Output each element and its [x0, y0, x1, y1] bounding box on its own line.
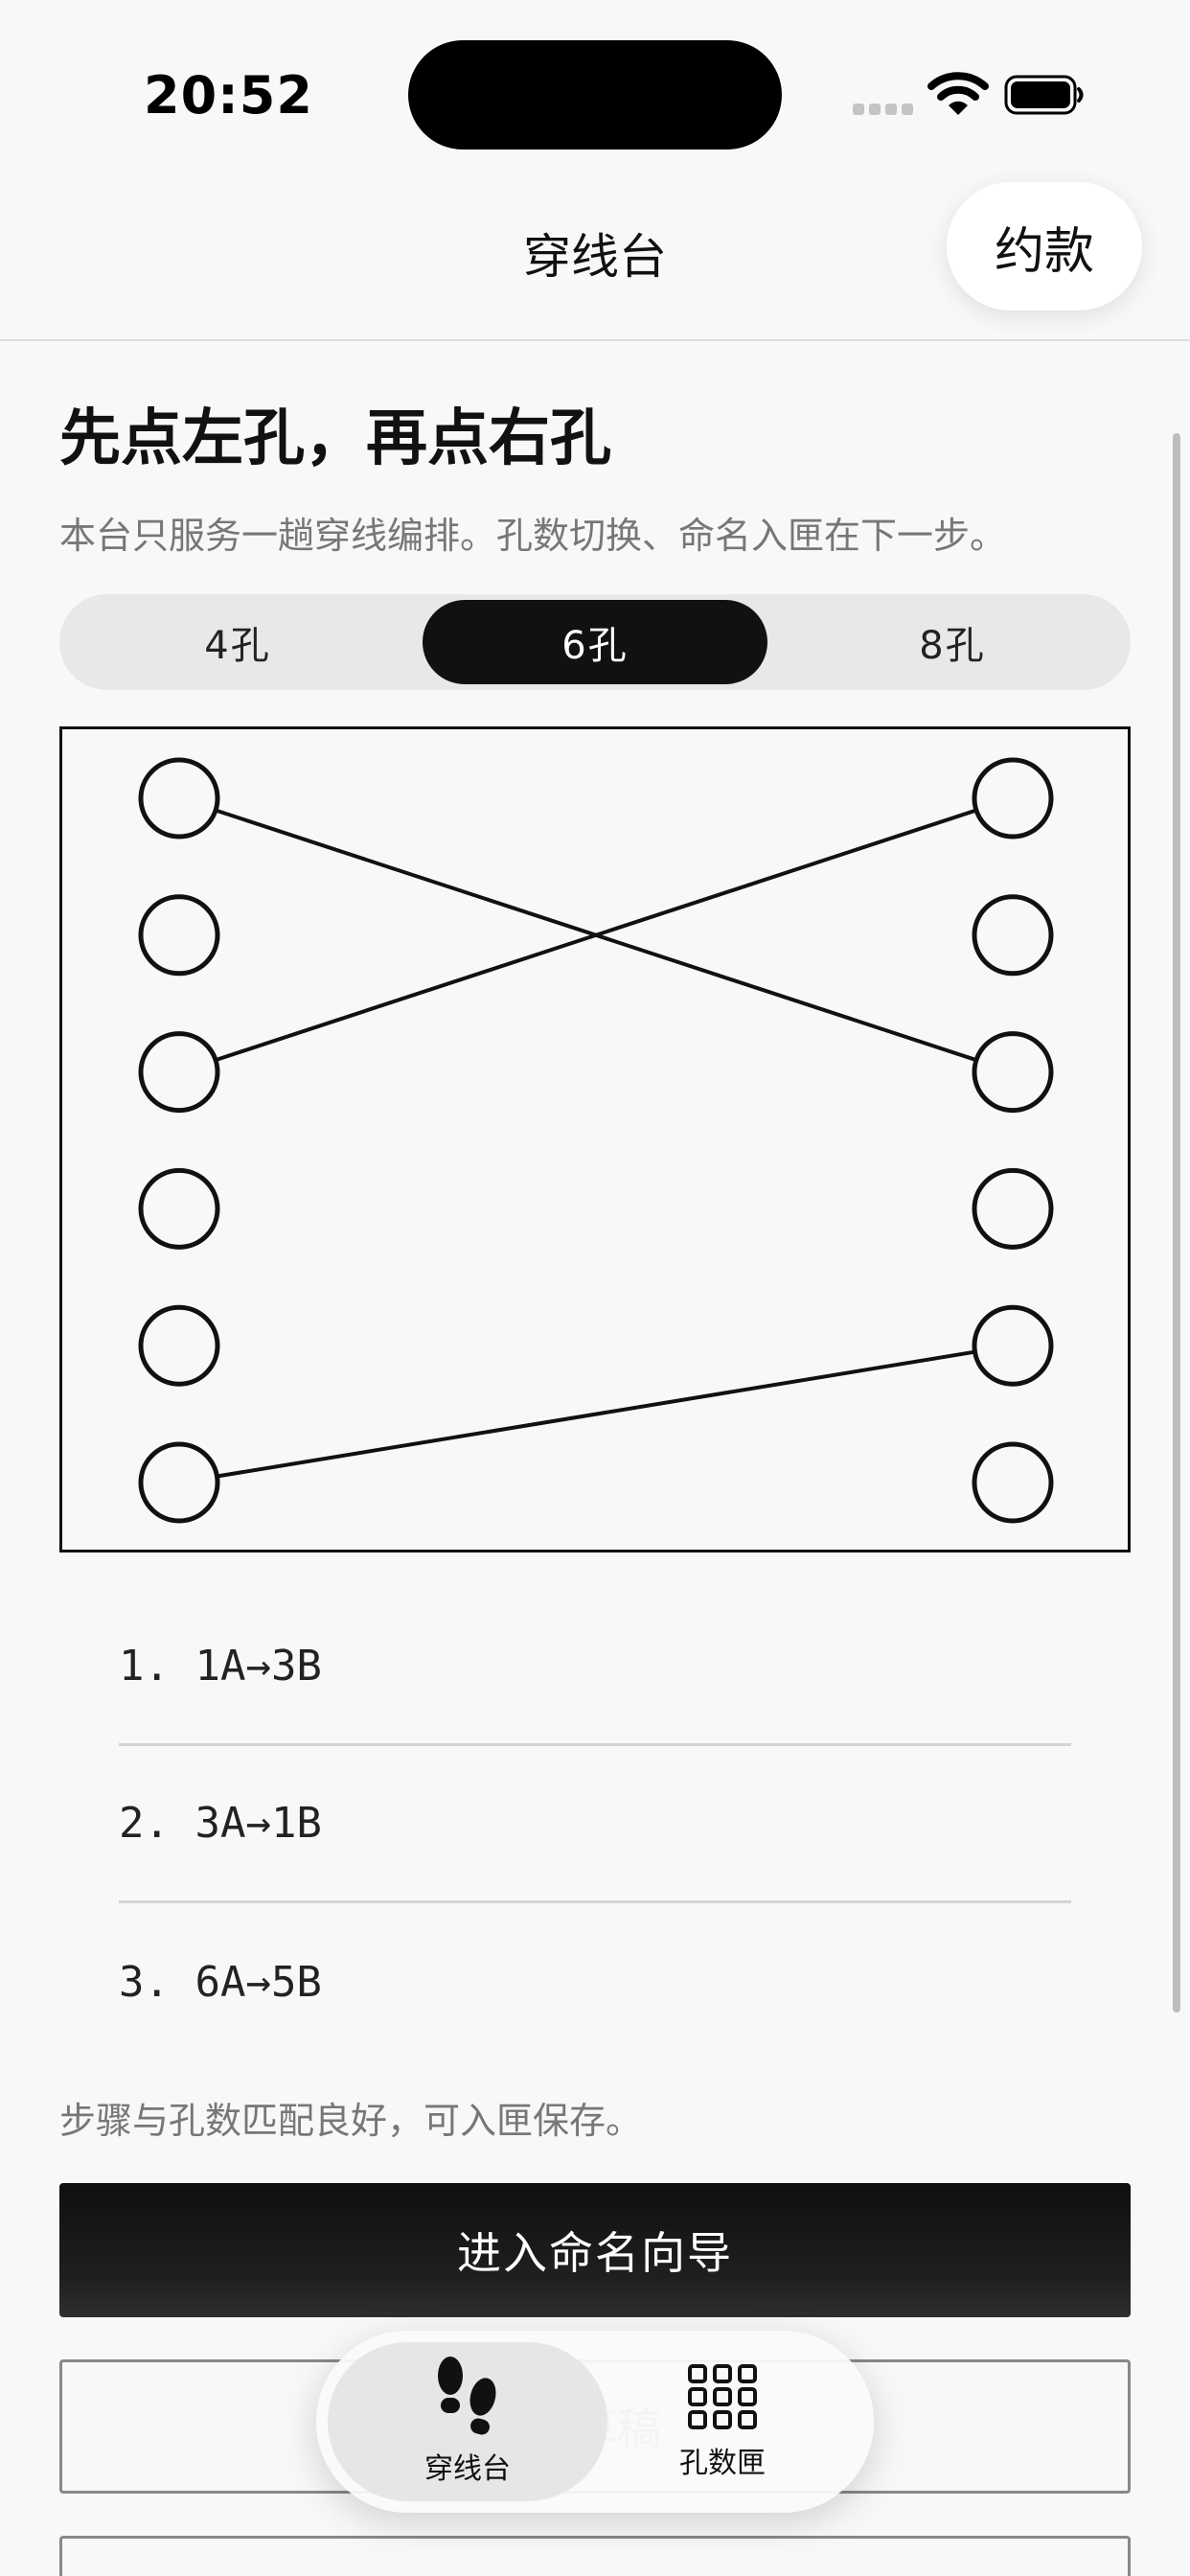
hole-count-segmented-control: 4孔 6孔 8孔 — [59, 594, 1131, 690]
scrollbar[interactable] — [1173, 433, 1180, 2012]
right-eyelet-3[interactable] — [972, 1031, 1054, 1114]
tab-hole-box[interactable]: 孔数匣 — [583, 2342, 862, 2501]
tab-bar: 穿线台 孔数匣 — [316, 2331, 874, 2513]
step-item[interactable]: 3. 6A→5B — [119, 1957, 322, 2007]
left-eyelet-4[interactable] — [138, 1167, 220, 1250]
right-eyelet-1[interactable] — [972, 757, 1054, 840]
lacing-board-canvas — [138, 757, 1054, 1524]
right-eyelet-4[interactable] — [972, 1167, 1054, 1250]
secondary-action-button[interactable] — [59, 2536, 1131, 2576]
cellular-signal-icon — [853, 104, 914, 115]
instruction-subtitle: 本台只服务一趟穿线编排。孔数切换、命名入匣在下一步。 — [59, 515, 1007, 557]
battery-icon — [1004, 75, 1085, 115]
tab-label: 穿线台 — [424, 2452, 511, 2486]
left-eyelet-5[interactable] — [138, 1304, 220, 1387]
naming-wizard-button[interactable]: 进入命名向导 — [59, 2183, 1131, 2317]
step-list: 1. 1A→3B 2. 3A→1B 3. 6A→5B — [119, 1589, 1071, 2060]
status-time: 20:52 — [144, 65, 313, 126]
footprints-icon — [438, 2357, 496, 2435]
left-eyelet-6[interactable] — [138, 1441, 220, 1524]
tab-label: 孔数匣 — [679, 2447, 766, 2480]
segment-8-holes[interactable]: 8孔 — [919, 624, 986, 668]
left-eyelet-2[interactable] — [138, 894, 220, 977]
lace-line — [215, 808, 977, 1063]
left-eyelet-3[interactable] — [138, 1031, 220, 1114]
tab-lacing-station[interactable]: 穿线台 — [328, 2342, 607, 2501]
right-eyelet-6[interactable] — [972, 1441, 1054, 1524]
step-item[interactable]: 1. 1A→3B — [119, 1589, 1071, 1746]
step-item[interactable]: 2. 3A→1B — [119, 1746, 1071, 1903]
right-eyelet-2[interactable] — [972, 894, 1054, 977]
wifi-icon — [927, 71, 989, 117]
right-eyelet-5[interactable] — [972, 1304, 1054, 1387]
status-bar: 20:52 — [0, 0, 1190, 182]
grid-icon — [688, 2364, 757, 2429]
lace-line — [217, 1349, 975, 1479]
style-button[interactable]: 约款 — [947, 182, 1142, 310]
dynamic-island — [408, 40, 782, 150]
status-hint: 步骤与孔数匹配良好，可入匣保存。 — [59, 2100, 643, 2142]
segment-4-holes[interactable]: 4孔 — [204, 624, 271, 668]
segment-6-holes[interactable]: 6孔 — [423, 600, 767, 684]
navigation-bar: 穿线台 约款 — [0, 182, 1190, 341]
instruction-heading: 先点左孔，再点右孔 — [59, 403, 611, 474]
lacing-board — [59, 726, 1131, 1552]
left-eyelet-1[interactable] — [138, 757, 220, 840]
page-title: 穿线台 — [523, 229, 667, 285]
